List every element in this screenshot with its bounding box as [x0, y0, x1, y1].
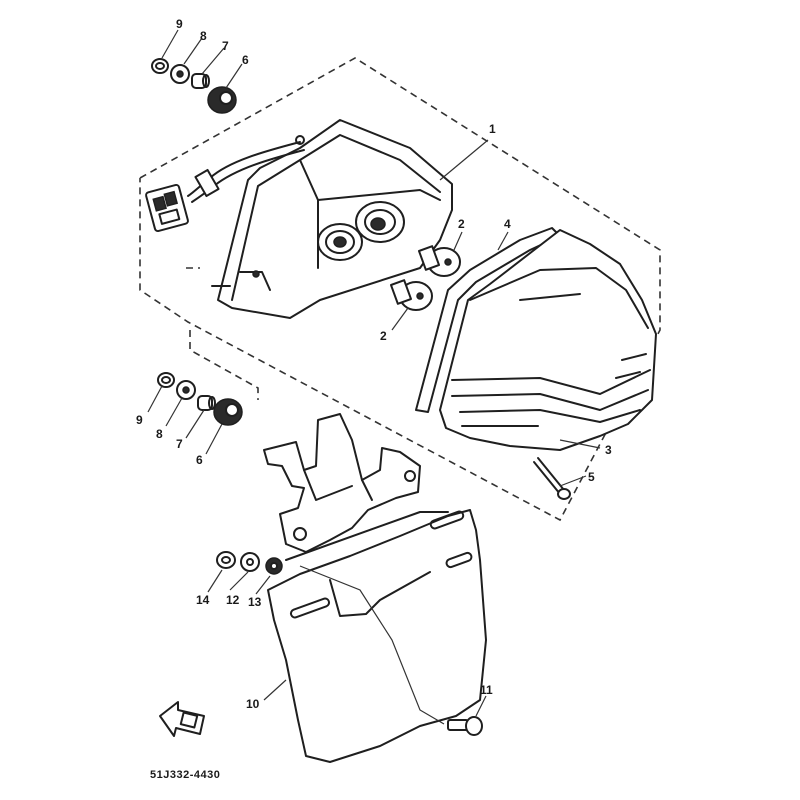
- callout-10: 10: [246, 697, 260, 711]
- mounting-bracket: [263, 413, 421, 553]
- callout-3: 3: [605, 443, 612, 457]
- washer-part-8-top: [170, 64, 190, 84]
- bolt-part-11: [447, 716, 483, 736]
- callout-9-top: 9: [176, 17, 183, 31]
- nut-part-9-top: [151, 58, 169, 74]
- callout-7-top: 7: [222, 39, 229, 53]
- callout-14: 14: [196, 593, 210, 607]
- callout-8-top: 8: [200, 29, 207, 43]
- bulb-lower: [390, 279, 433, 311]
- bulb-socket-right: [355, 201, 405, 243]
- grommet-part-6-mid: [213, 398, 243, 426]
- callout-1: 1: [489, 122, 496, 136]
- callout-6-mid: 6: [196, 453, 203, 467]
- washer-part-8-mid: [176, 380, 196, 400]
- taillight-lens: [439, 229, 657, 451]
- callout-13: 13: [248, 595, 262, 609]
- license-plate-bracket: [267, 509, 487, 763]
- callout-8-mid: 8: [156, 427, 163, 441]
- wiring-harness: [187, 141, 305, 203]
- bulb-socket-left: [317, 223, 363, 261]
- callout-11: 11: [480, 683, 493, 697]
- washer-part-12: [240, 552, 260, 572]
- callout-2-upper: 2: [458, 217, 465, 231]
- callout-2-lower: 2: [380, 329, 387, 343]
- callout-4: 4: [504, 217, 511, 231]
- bulb-upper: [418, 245, 461, 277]
- front-direction-arrow-icon: [159, 701, 205, 737]
- screw-part-5: [533, 457, 571, 500]
- taillight-housing: [211, 119, 453, 319]
- callout-9-mid: 9: [136, 413, 143, 427]
- hardware-set-top: [151, 58, 237, 114]
- callout-12: 12: [226, 593, 240, 607]
- callout-labels: 1 2 2 3 4 5 9 8 7 6 9 8 7 6 10 11 12 13 …: [136, 17, 612, 711]
- hardware-set-middle: [157, 372, 243, 426]
- wire-connector: [145, 183, 189, 233]
- callout-6-top: 6: [242, 53, 249, 67]
- grommet-part-6-top: [207, 86, 237, 114]
- callout-5: 5: [588, 470, 595, 484]
- part-code: 51J332-4430: [150, 769, 220, 781]
- washer-part-13: [265, 557, 283, 575]
- collar-part-7-mid: [197, 395, 216, 411]
- nut-part-14: [216, 551, 236, 569]
- callout-7-mid: 7: [176, 437, 183, 451]
- collar-part-7-top: [191, 73, 210, 89]
- nut-part-9-mid: [157, 372, 175, 388]
- leader-lines: [147, 29, 601, 725]
